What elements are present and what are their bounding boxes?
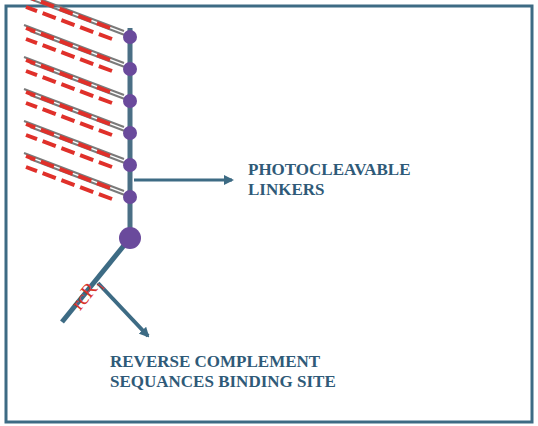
binding-branch xyxy=(62,238,130,322)
leader-arrow xyxy=(134,179,232,182)
linker-bead xyxy=(123,126,137,140)
sequence-dashes xyxy=(26,92,110,124)
linker-bead xyxy=(123,30,137,44)
sequence-dashes xyxy=(26,156,110,188)
callout-text: PHOTOCLEAVABLE LINKERS xyxy=(248,160,448,200)
linker-beads xyxy=(123,30,137,204)
sequence-dashes xyxy=(26,124,110,156)
frame xyxy=(6,6,532,422)
anchor-bead xyxy=(119,227,141,249)
probe-strands xyxy=(24,0,130,199)
leader-arrow xyxy=(98,283,148,336)
sequence-dashes xyxy=(26,28,110,60)
sequence-dashes xyxy=(26,60,110,92)
callout-text: REVERSE COMPLEMENT SEQUANCES BINDING SIT… xyxy=(110,352,380,392)
linker-bead xyxy=(123,158,137,172)
sequence-dashes xyxy=(26,0,110,28)
linker-bead xyxy=(123,62,137,76)
linker-bead xyxy=(123,94,137,108)
linker-bead xyxy=(123,190,137,204)
